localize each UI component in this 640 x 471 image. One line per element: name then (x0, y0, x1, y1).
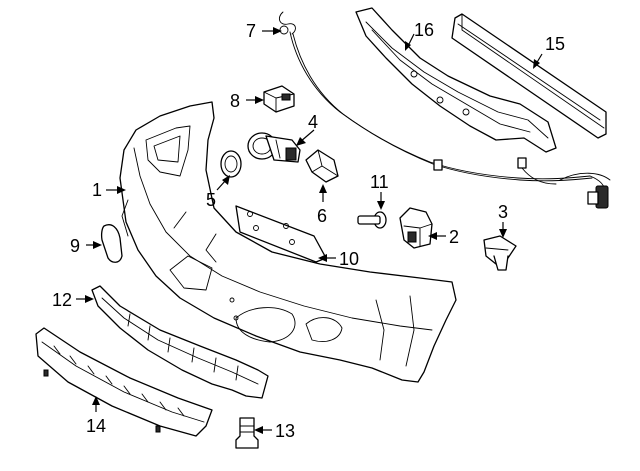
sensor-retainer-clip (305, 149, 339, 183)
callout-9: 9 (70, 236, 102, 256)
callout-1-label: 1 (92, 180, 102, 200)
callout-8: 8 (230, 91, 264, 111)
callout-1: 1 (92, 180, 126, 200)
sensor-bracket (399, 207, 433, 249)
callout-3: 3 (498, 202, 508, 238)
callout-4-label: 4 (308, 112, 318, 132)
wiring-harness (278, 11, 611, 209)
reflector (100, 224, 123, 263)
callout-11-label: 11 (370, 172, 389, 192)
callout-7: 7 (246, 21, 282, 41)
push-pin-retainer (483, 235, 517, 271)
callout-6: 6 (317, 184, 327, 226)
callout-12: 12 (52, 290, 94, 310)
callout-14-label: 14 (86, 416, 106, 436)
callout-10: 10 (318, 249, 359, 269)
callout-15-label: 15 (545, 34, 565, 54)
callout-2: 2 (428, 227, 459, 247)
callout-10-label: 10 (339, 249, 359, 269)
energy-absorber (451, 13, 607, 139)
callout-3-label: 3 (498, 202, 508, 222)
callout-13: 13 (254, 421, 295, 441)
callout-15: 15 (533, 34, 565, 69)
bumper-cover (119, 101, 457, 383)
callout-7-label: 7 (246, 21, 256, 41)
step-pad (35, 327, 213, 437)
sensor-connector (263, 85, 295, 113)
lower-valance (91, 285, 269, 399)
callout-12-label: 12 (52, 290, 72, 310)
callout-14: 14 (86, 396, 106, 436)
callout-16: 16 (405, 20, 434, 51)
sensor-ring (220, 150, 242, 178)
callout-2-label: 2 (449, 227, 459, 247)
grommet-fastener (235, 417, 259, 449)
license-plate-bracket (235, 205, 327, 263)
callout-11: 11 (370, 172, 389, 210)
callout-5: 5 (206, 175, 230, 210)
callout-16-label: 16 (414, 20, 434, 40)
bolt (357, 211, 387, 229)
callout-4: 4 (296, 112, 318, 146)
callout-13-label: 13 (275, 421, 295, 441)
parking-sensor (247, 132, 301, 163)
callout-9-label: 9 (70, 236, 80, 256)
callout-8-label: 8 (230, 91, 240, 111)
callout-5-label: 5 (206, 190, 216, 210)
callout-6-label: 6 (317, 206, 327, 226)
